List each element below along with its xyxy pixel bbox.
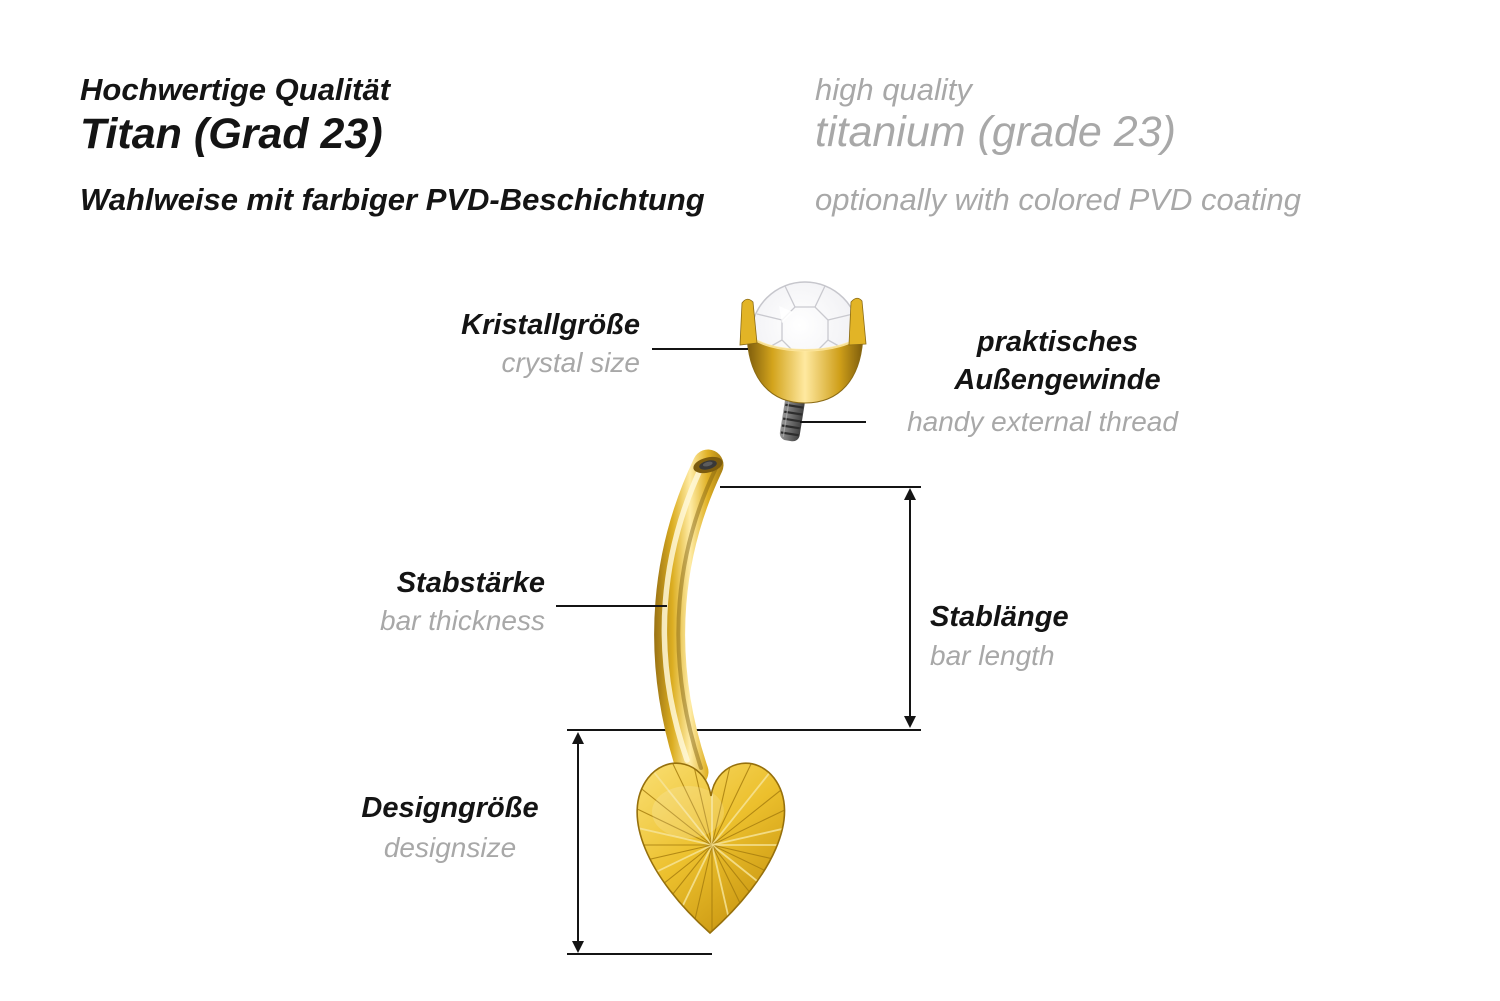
- prong-left: [739, 298, 758, 346]
- bar-top-opening: [693, 456, 723, 474]
- label-bar-thickness-en: bar thickness: [380, 605, 545, 636]
- label-bar-length-de: Stablänge: [930, 601, 1069, 633]
- label-crystal-size-en: crystal size: [501, 347, 640, 378]
- header-de-material: Titan (Grad 23): [80, 110, 383, 158]
- arrow-down-icon: [904, 716, 916, 728]
- header-en-quality: high quality: [815, 72, 972, 107]
- label-design-size-en: designsize: [383, 832, 517, 863]
- heart-shine: [652, 786, 724, 838]
- header-en-material: titanium (grade 23): [815, 108, 1176, 156]
- label-crystal-size-de: Kristallgröße: [461, 309, 640, 341]
- label-bar-thickness-de: Stabstärke: [396, 567, 545, 599]
- curved-bar: [654, 449, 724, 788]
- crystal-sparkle: [779, 306, 793, 323]
- label-external-thread-en: handy external thread: [907, 406, 1178, 437]
- arrow-down-icon: [572, 941, 584, 953]
- external-thread-screw: [779, 395, 805, 442]
- label-external-thread-de: praktisches Außengewinde: [954, 326, 1161, 396]
- measure-design-size: [567, 732, 712, 955]
- measure-bar-length: [720, 486, 921, 728]
- header-de-quality: Hochwertige Qualität: [80, 72, 391, 107]
- heart-design: [636, 762, 786, 935]
- header-en-coating: optionally with colored PVD coating: [815, 182, 1301, 217]
- label-bar-length-en: bar length: [930, 640, 1055, 671]
- heart-sunburst-rays: [637, 763, 785, 933]
- arrow-up-icon: [904, 488, 916, 500]
- crystal-component: [739, 281, 867, 442]
- arrow-up-icon: [572, 732, 584, 744]
- header-de-coating: Wahlweise mit farbiger PVD-Beschichtung: [80, 182, 705, 217]
- prong-right: [848, 297, 867, 346]
- label-design-size-de: Designgröße: [361, 792, 539, 824]
